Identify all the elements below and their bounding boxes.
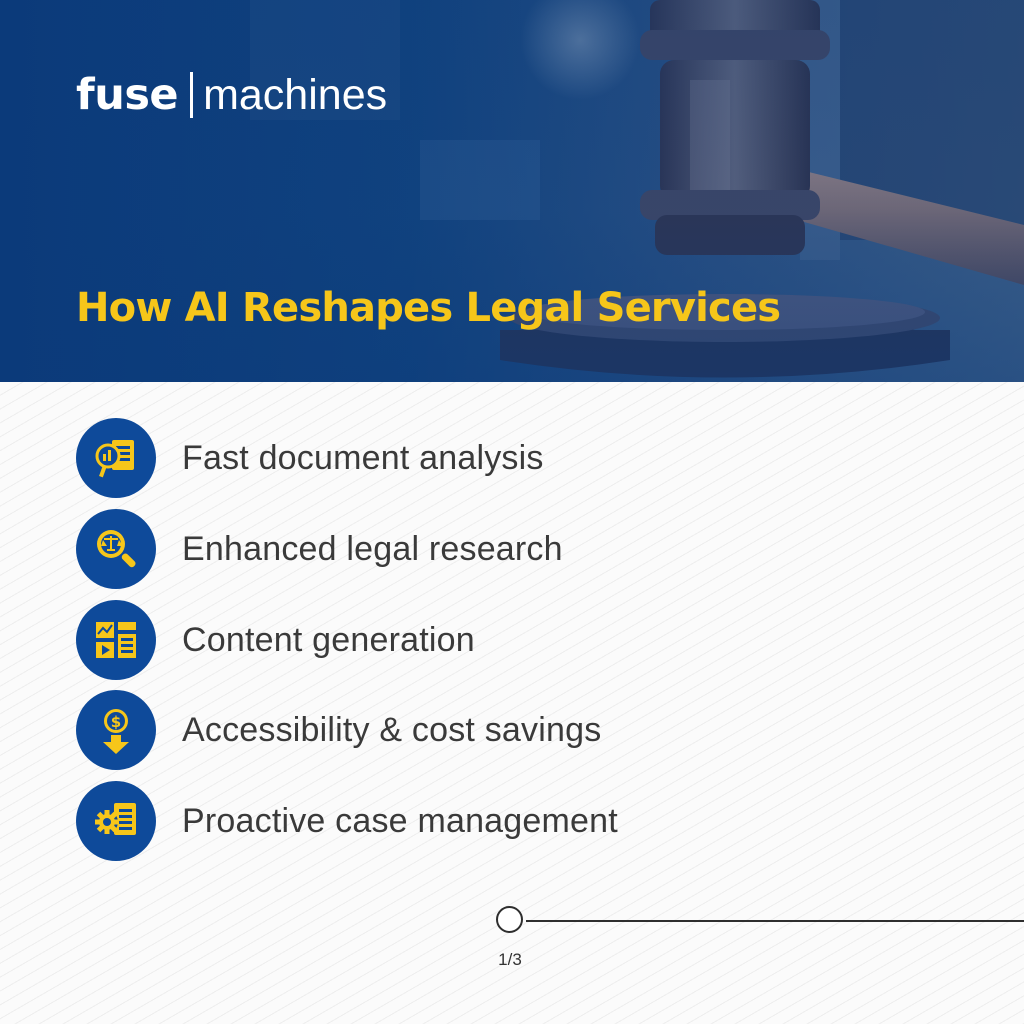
logo-wordmark-machines: machines	[203, 71, 388, 119]
logo-divider	[190, 72, 194, 118]
cost-savings-icon: $	[76, 690, 156, 770]
legal-research-magnifier-icon	[76, 509, 156, 589]
page-title: How AI Reshapes Legal Services	[76, 285, 781, 331]
pager-current-dot[interactable]	[496, 906, 523, 933]
hero-banner: fuse machines How AI Reshapes Legal Serv…	[0, 0, 1024, 382]
svg-text:$: $	[111, 713, 121, 731]
benefit-item-document-analysis: Fast document analysis	[76, 418, 544, 498]
fusemachines-logo: fuse machines	[76, 70, 387, 120]
benefit-label: Enhanced legal research	[182, 529, 563, 568]
hero-overlay	[0, 0, 1024, 382]
benefit-item-case-management: Proactive case management	[76, 781, 618, 861]
benefit-item-cost-savings: $ Accessibility & cost savings	[76, 690, 601, 770]
gavel-photo	[250, 0, 1024, 378]
pager-track	[526, 920, 1024, 922]
case-management-gear-icon	[76, 781, 156, 861]
pager-indicator: 1/3	[498, 950, 522, 969]
benefit-label: Accessibility & cost savings	[182, 710, 602, 749]
content-generation-icon	[76, 600, 156, 680]
benefit-label: Content generation	[182, 620, 475, 659]
benefit-item-content-generation: Content generation	[76, 600, 475, 680]
benefits-panel	[0, 382, 1024, 1024]
benefit-item-legal-research: Enhanced legal research	[76, 509, 563, 589]
document-analysis-icon	[76, 418, 156, 498]
logo-wordmark-fuse: fuse	[76, 70, 179, 120]
benefit-label: Fast document analysis	[182, 438, 544, 477]
benefit-label: Proactive case management	[182, 801, 618, 840]
